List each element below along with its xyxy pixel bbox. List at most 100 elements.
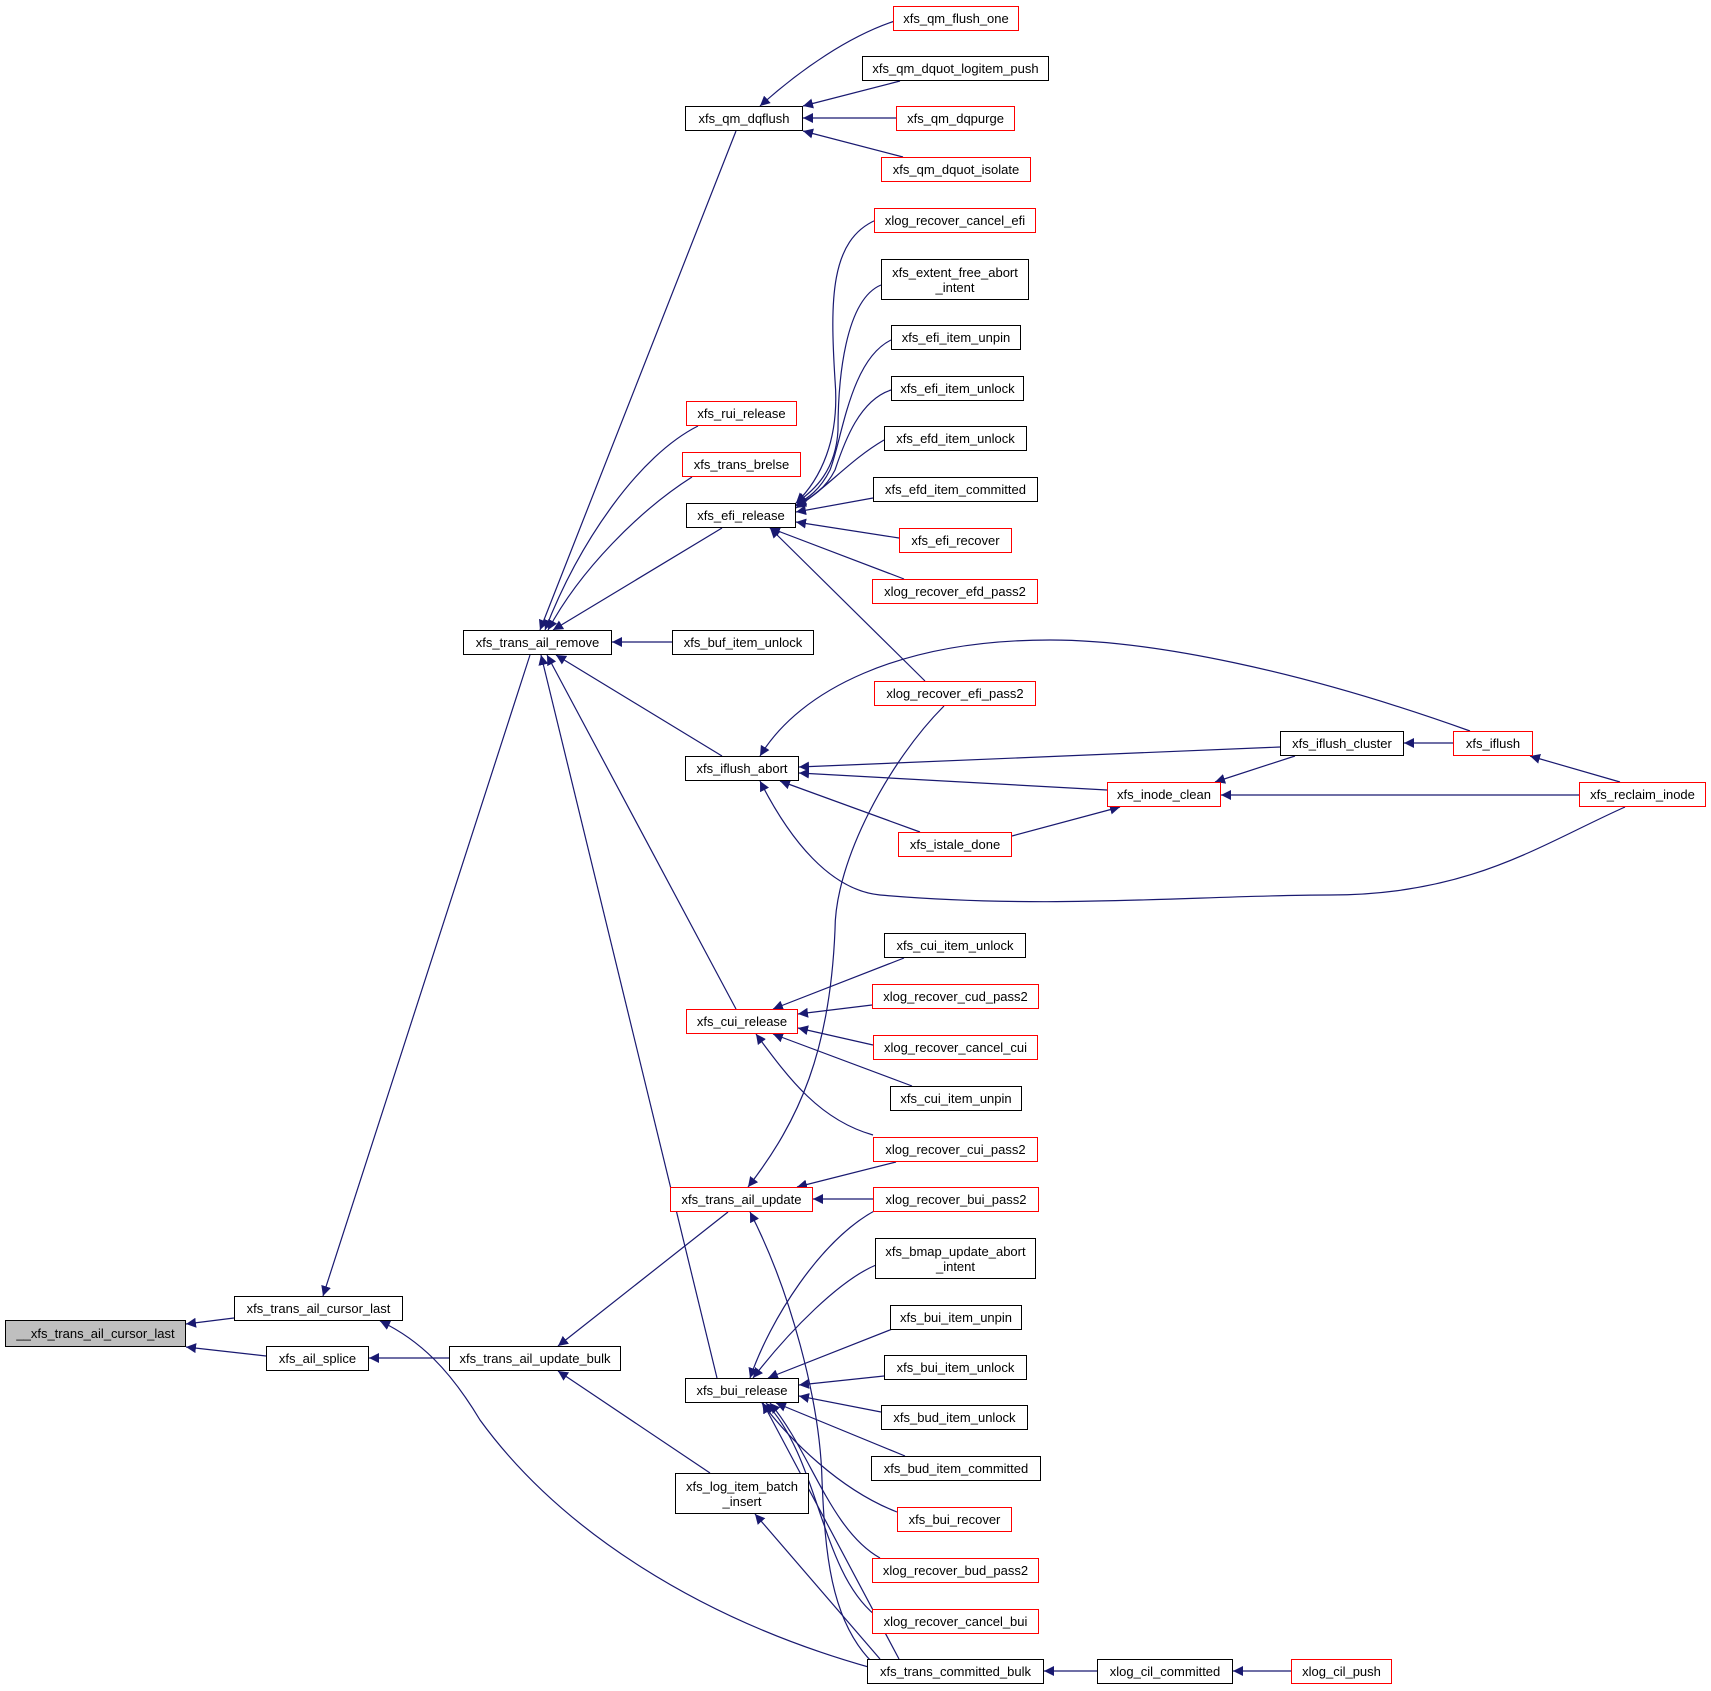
node-bui-release[interactable]: xfs_bui_release: [685, 1378, 799, 1403]
node-efi-release[interactable]: xfs_efi_release: [686, 503, 796, 528]
edge-trans_committed_bulk-to-ail_update: [749, 1211, 873, 1663]
edge-qm_dquot_logitem_push-to-qm_dqflush: [802, 80, 901, 109]
node-istale-done[interactable]: xfs_istale_done: [898, 832, 1012, 857]
edge-cursor_last-to-root: [185, 1317, 235, 1328]
edge-bui_item_unpin-to-bui_release: [767, 1325, 901, 1379]
edge-efd_item_committed-to-efi_release: [795, 497, 874, 516]
edge-xlog_recover_cancel_cui-to-cui_release: [797, 1025, 874, 1046]
edge-bud_item_committed-to-bui_release: [775, 1402, 906, 1457]
node-bmap-update-abort-intent[interactable]: xfs_bmap_update_abort _intent: [875, 1238, 1036, 1279]
node-xlog-cil-push[interactable]: xlog_cil_push: [1291, 1659, 1392, 1684]
edge-xlog_recover_bui_pass2-to-bui_release: [748, 1209, 877, 1379]
node-qm-dqflush[interactable]: xfs_qm_dqflush: [685, 106, 803, 131]
edge-bud_item_unlock-to-bui_release: [798, 1393, 882, 1413]
node-buf-item-unlock[interactable]: xfs_buf_item_unlock: [672, 630, 814, 655]
edge-bui_recover-to-bui_release: [761, 1402, 898, 1513]
edge-reclaim_inode-to-iflush_abort: [759, 780, 1626, 903]
edge-istale_done-to-inode_clean: [1011, 804, 1121, 837]
edge-bui_release-to-ail_remove: [538, 654, 718, 1379]
node-xlog-recover-bud-pass2[interactable]: xlog_recover_bud_pass2: [872, 1558, 1039, 1583]
node-cursor-last[interactable]: xfs_trans_ail_cursor_last: [234, 1296, 403, 1321]
node-log-item-batch-insert[interactable]: xfs_log_item_batch _insert: [675, 1473, 809, 1514]
edge-efi_release-to-ail_remove: [552, 527, 723, 631]
edge-log_item_batch_insert-to-ail_update_bulk: [557, 1370, 711, 1474]
edge-ail_update-to-ail_update_bulk: [557, 1211, 729, 1347]
node-reclaim-inode[interactable]: xfs_reclaim_inode: [1579, 782, 1706, 807]
edge-xlog_recover_cui_pass2-to-cui_release: [755, 1033, 874, 1136]
edge-xlog_recover_efd_pass2-to-efi_release: [769, 526, 905, 580]
node-iflush[interactable]: xfs_iflush: [1453, 731, 1533, 756]
edge-trans_committed_bulk-to-log_item_batch_insert: [754, 1513, 881, 1660]
node-root[interactable]: __xfs_trans_ail_cursor_last: [5, 1320, 186, 1347]
node-xlog-cil-committed[interactable]: xlog_cil_committed: [1097, 1659, 1233, 1684]
edge-xlog_recover_efi_pass2-to-ail_update: [747, 705, 945, 1188]
node-xlog-recover-cancel-efi[interactable]: xlog_recover_cancel_efi: [874, 208, 1036, 233]
edge-efi_recover-to-efi_release: [795, 518, 900, 539]
edge-bmap_update_abort_intent-to-bui_release: [752, 1264, 877, 1379]
edge-rui_release-to-ail_remove: [543, 425, 699, 631]
edge-xlog_recover_cancel_efi-to-efi_release: [795, 219, 877, 504]
node-trans-brelse[interactable]: xfs_trans_brelse: [682, 452, 801, 477]
edge-istale_done-to-iflush_abort: [779, 779, 921, 833]
node-xlog-recover-cancel-cui[interactable]: xlog_recover_cancel_cui: [873, 1035, 1038, 1060]
node-bui-recover[interactable]: xfs_bui_recover: [897, 1507, 1012, 1532]
node-iflush-abort[interactable]: xfs_iflush_abort: [685, 756, 799, 781]
node-efd-item-committed[interactable]: xfs_efd_item_committed: [873, 477, 1038, 502]
node-qm-dquot-logitem-push[interactable]: xfs_qm_dquot_logitem_push: [862, 56, 1049, 81]
node-bui-item-unlock[interactable]: xfs_bui_item_unlock: [884, 1355, 1027, 1380]
node-cui-release[interactable]: xfs_cui_release: [686, 1009, 798, 1034]
node-ail-update-bulk[interactable]: xfs_trans_ail_update_bulk: [449, 1346, 621, 1371]
node-xlog-recover-cancel-bui[interactable]: xlog_recover_cancel_bui: [872, 1609, 1039, 1634]
node-efi-recover[interactable]: xfs_efi_recover: [899, 528, 1012, 553]
edge-iflush_cluster-to-iflush_abort: [798, 746, 1281, 772]
edge-xlog_recover_cud_pass2-to-cui_release: [797, 1004, 873, 1018]
node-efi-item-unpin[interactable]: xfs_efi_item_unpin: [891, 325, 1021, 350]
edge-efi_item_unpin-to-efi_release: [795, 339, 892, 506]
edge-xlog_recover_cui_pass2-to-ail_update: [796, 1161, 897, 1190]
node-bui-item-unpin[interactable]: xfs_bui_item_unpin: [890, 1305, 1022, 1330]
node-ail-splice[interactable]: xfs_ail_splice: [266, 1346, 369, 1371]
edge-ail_splice-to-root: [185, 1343, 267, 1357]
node-ail-update[interactable]: xfs_trans_ail_update: [670, 1187, 813, 1212]
node-xlog-recover-efi-pass2[interactable]: xlog_recover_efi_pass2: [874, 681, 1036, 706]
node-xlog-recover-bui-pass2[interactable]: xlog_recover_bui_pass2: [873, 1187, 1039, 1212]
node-xlog-recover-efd-pass2[interactable]: xlog_recover_efd_pass2: [872, 579, 1038, 604]
edge-xlog_recover_efi_pass2-to-efi_release: [769, 527, 926, 682]
node-extent-free-abort-intent[interactable]: xfs_extent_free_abort _intent: [881, 259, 1029, 300]
edge-qm_dqflush-to-ail_remove: [539, 130, 737, 631]
edge-bui_item_unlock-to-bui_release: [798, 1375, 885, 1389]
edge-cui_item_unpin-to-cui_release: [772, 1032, 913, 1087]
node-qm-flush-one[interactable]: xfs_qm_flush_one: [893, 6, 1019, 31]
node-xlog-recover-cui-pass2[interactable]: xlog_recover_cui_pass2: [873, 1137, 1038, 1162]
edge-iflush_abort-to-ail_remove: [555, 654, 723, 757]
node-efd-item-unlock[interactable]: xfs_efd_item_unlock: [884, 426, 1027, 451]
node-xlog-recover-cud-pass2[interactable]: xlog_recover_cud_pass2: [872, 984, 1039, 1009]
edge-extent_free_abort_intent-to-efi_release: [795, 284, 882, 504]
node-inode-clean[interactable]: xfs_inode_clean: [1107, 782, 1221, 807]
edge-trans_brelse-to-ail_remove: [547, 476, 693, 631]
node-rui-release[interactable]: xfs_rui_release: [686, 401, 797, 426]
node-bud-item-unlock[interactable]: xfs_bud_item_unlock: [881, 1405, 1028, 1430]
edge-qm_flush_one-to-qm_dqflush: [759, 19, 899, 107]
node-ail-remove[interactable]: xfs_trans_ail_remove: [463, 630, 612, 655]
node-bud-item-committed[interactable]: xfs_bud_item_committed: [871, 1456, 1041, 1481]
edge-xlog_recover_cancel_bui-to-bui_release: [765, 1402, 876, 1616]
edge-iflush-to-iflush_abort: [759, 639, 1471, 757]
node-qm-dquot-isolate[interactable]: xfs_qm_dquot_isolate: [881, 157, 1031, 182]
node-cui-item-unlock[interactable]: xfs_cui_item_unlock: [884, 933, 1026, 958]
node-qm-dqpurge[interactable]: xfs_qm_dqpurge: [896, 106, 1015, 131]
node-efi-item-unlock[interactable]: xfs_efi_item_unlock: [891, 376, 1024, 401]
edge-xlog_recover_bud_pass2-to-bui_release: [769, 1402, 881, 1559]
edge-inode_clean-to-iflush_abort: [798, 768, 1108, 791]
edge-cui_item_unlock-to-cui_release: [772, 957, 905, 1011]
node-cui-item-unpin[interactable]: xfs_cui_item_unpin: [890, 1086, 1022, 1111]
edge-ail_remove-to-cursor_last: [321, 654, 531, 1297]
edge-efd_item_unlock-to-efi_release: [795, 439, 885, 509]
node-trans-committed-bulk[interactable]: xfs_trans_committed_bulk: [867, 1659, 1044, 1684]
edge-trans_committed_bulk-to-cursor_last: [379, 1320, 873, 1669]
node-iflush-cluster[interactable]: xfs_iflush_cluster: [1280, 731, 1404, 756]
edge-qm_dquot_isolate-to-qm_dqflush: [802, 128, 904, 158]
